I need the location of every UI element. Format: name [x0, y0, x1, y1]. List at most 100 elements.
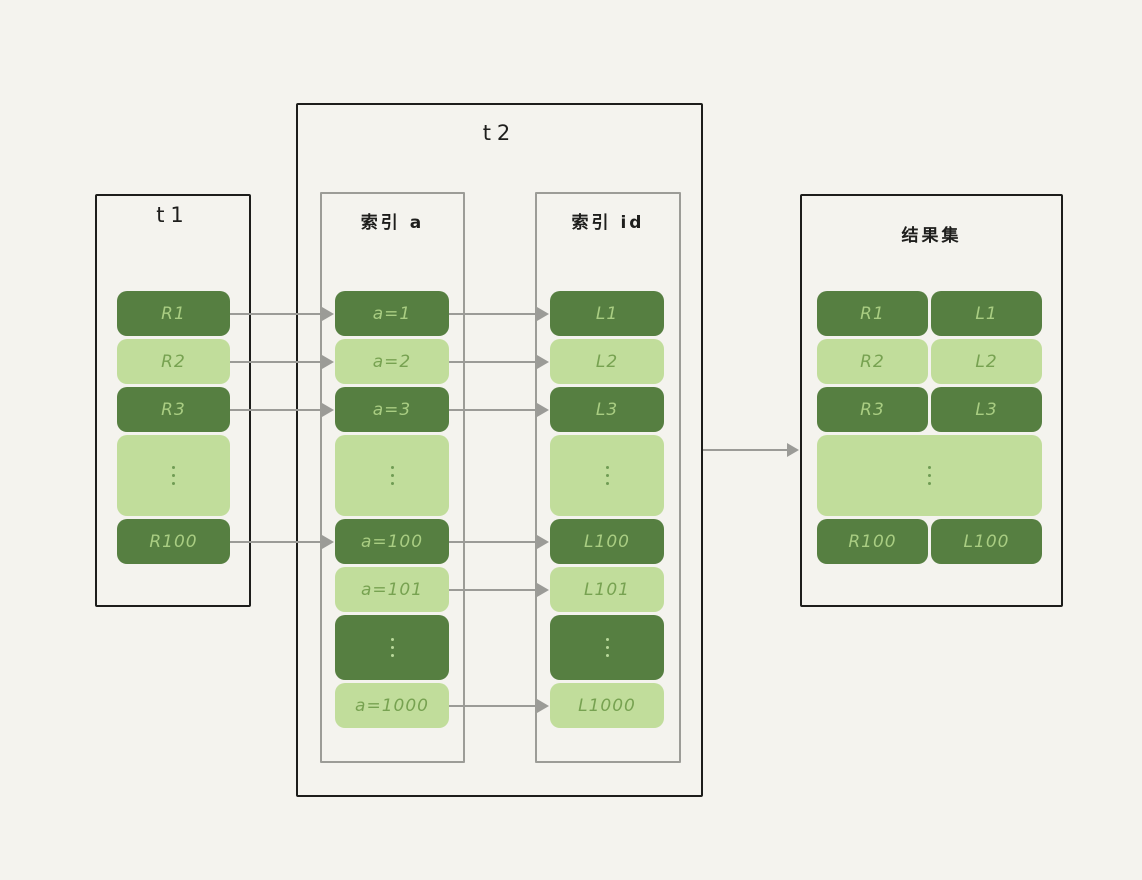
result-cell-left: R100: [817, 519, 928, 564]
index-id-row-label: L2: [595, 351, 619, 372]
index-id-row-6: [550, 615, 664, 680]
t1-title: t1: [156, 203, 190, 227]
result-row-4: R100 L100: [817, 519, 1042, 564]
arrow-index-a-to-index-id-0: [449, 306, 549, 321]
dot-icon: [928, 482, 931, 485]
result-cell-label: R2: [860, 351, 885, 372]
dot-icon: [605, 474, 609, 477]
index-a-box: [320, 192, 465, 763]
arrow-shaft: [703, 449, 790, 451]
index-id-row-2: L3: [550, 387, 664, 432]
arrow-t1-to-index-a-4: [230, 534, 334, 549]
result-cell-label: R1: [860, 303, 885, 324]
arrow-index-a-to-index-id-7: [449, 698, 549, 713]
arrow-shaft: [230, 540, 325, 543]
t1-row-label: R2: [161, 351, 186, 372]
arrow-head-icon: [537, 402, 549, 417]
dot-icon: [605, 654, 609, 657]
t2-title: t2: [482, 121, 517, 145]
index-id-box: [535, 192, 681, 763]
arrow-shaft: [449, 704, 540, 707]
index-a-row-label: a=100: [360, 531, 424, 552]
index-a-row-5: a=101: [335, 567, 449, 612]
arrow-t1-to-index-a-1: [230, 354, 334, 369]
t1-row-0: R1: [117, 291, 230, 336]
dot-icon: [605, 638, 609, 641]
index-a-row-2: a=3: [335, 387, 449, 432]
arrow-shaft: [230, 312, 325, 315]
arrow-t2-to-result: [703, 443, 799, 457]
result-cell-left: R2: [817, 339, 928, 384]
index-a-row-label: a=3: [372, 399, 412, 420]
index-id-row-1: L2: [550, 339, 664, 384]
index-a-row-3: [335, 435, 449, 516]
arrow-shaft: [449, 408, 540, 411]
index-id-title: 索引 id: [571, 213, 645, 233]
result-cell-right: L2: [931, 339, 1042, 384]
dot-icon: [390, 474, 394, 477]
result-set-box: [800, 194, 1063, 607]
index-a-row-label: a=2: [372, 351, 412, 372]
t1-row-1: R2: [117, 339, 230, 384]
arrow-index-a-to-index-id-2: [449, 402, 549, 417]
index-a-row-label: a=101: [360, 579, 424, 600]
result-cell-right: L1: [931, 291, 1042, 336]
index-a-row-label: a=1000: [355, 695, 429, 716]
index-a-row-4: a=100: [335, 519, 449, 564]
vertical-ellipsis-icon: [390, 638, 394, 657]
index-a-row-7: a=1000: [335, 683, 449, 728]
index-id-row-label: L101: [584, 579, 630, 600]
index-a-row-1: a=2: [335, 339, 449, 384]
result-row-3: [817, 435, 1042, 516]
index-a-row-6: [335, 615, 449, 680]
table-box-t1: [95, 194, 251, 607]
index-id-row-5: L101: [550, 567, 664, 612]
arrow-shaft: [449, 312, 540, 315]
dot-icon: [172, 466, 175, 469]
index-id-row-label: L1000: [578, 695, 636, 716]
dot-icon: [605, 466, 609, 469]
arrow-t1-to-index-a-2: [230, 402, 334, 417]
arrow-index-a-to-index-id-1: [449, 354, 549, 369]
t1-row-label: R100: [149, 531, 198, 552]
dot-icon: [390, 638, 394, 641]
index-a-title: 索引 a: [360, 213, 425, 233]
index-id-row-label: L3: [595, 399, 619, 420]
vertical-ellipsis-icon: [605, 466, 609, 485]
arrow-head-icon: [322, 402, 334, 417]
dot-icon: [390, 482, 394, 485]
dot-icon: [605, 482, 609, 485]
arrow-shaft: [230, 360, 325, 363]
vertical-ellipsis-icon: [390, 466, 394, 485]
dot-icon: [172, 474, 175, 477]
index-a-row-label: a=1: [372, 303, 412, 324]
t1-row-label: R1: [161, 303, 186, 324]
arrow-head-icon: [537, 698, 549, 713]
arrow-head-icon: [322, 534, 334, 549]
dot-icon: [390, 654, 394, 657]
table-box-t2: [296, 103, 703, 797]
result-row-0: R1 L1: [817, 291, 1042, 336]
arrow-shaft: [230, 408, 325, 411]
dot-icon: [605, 646, 609, 649]
index-id-row-7: L1000: [550, 683, 664, 728]
result-row-1: R2 L2: [817, 339, 1042, 384]
index-id-row-0: L1: [550, 291, 664, 336]
dot-icon: [928, 466, 931, 469]
dot-icon: [928, 474, 931, 477]
dot-icon: [390, 466, 394, 469]
index-id-row-4: L100: [550, 519, 664, 564]
vertical-ellipsis-icon: [928, 466, 931, 485]
result-cell-label: R100: [848, 531, 897, 552]
arrow-head-icon: [537, 534, 549, 549]
t1-row-2: R3: [117, 387, 230, 432]
result-cell-label: L100: [963, 531, 1010, 552]
arrow-head-icon: [537, 354, 549, 369]
result-cell-label: L3: [975, 399, 998, 420]
dot-icon: [172, 482, 175, 485]
result-cell-right: L100: [931, 519, 1042, 564]
dot-icon: [390, 646, 394, 649]
arrow-head-icon: [537, 306, 549, 321]
result-cell-label: L1: [975, 303, 998, 324]
